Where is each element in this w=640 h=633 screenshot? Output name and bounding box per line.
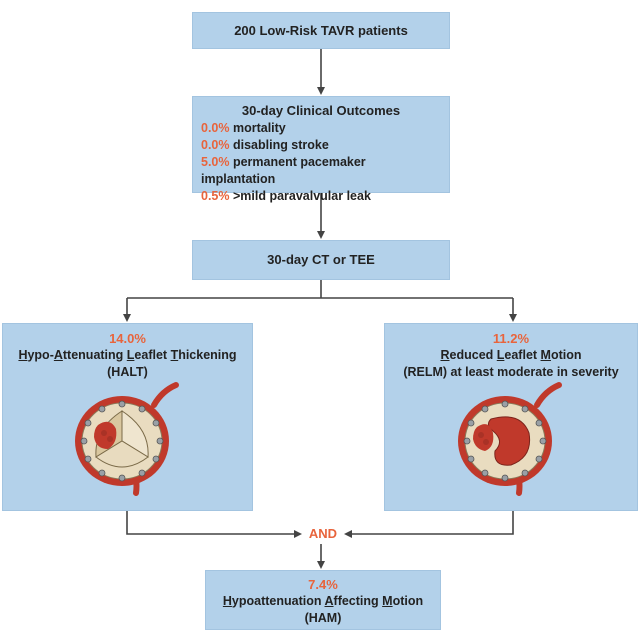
ham-abbr: (HAM) <box>304 611 342 625</box>
outcomes-title: 30-day Clinical Outcomes <box>241 103 401 118</box>
relm-box: 11.2% Reduced Leaflet Motion (RELM) at l… <box>384 323 638 511</box>
name-part: ypo- <box>27 348 54 362</box>
name-part: otion <box>550 348 582 362</box>
halt-abbr: (HALT) <box>107 365 148 379</box>
name-part: eaflet <box>134 348 171 362</box>
patients-title: 200 Low-Risk TAVR patients <box>234 23 408 38</box>
name-part: H <box>222 594 232 608</box>
outcome-item: 0.0% disabling stroke <box>201 137 441 154</box>
name-part: A <box>324 594 334 608</box>
name-part: educed <box>449 348 497 362</box>
outcome-label: disabling stroke <box>229 138 329 152</box>
name-part: eaflet <box>504 348 541 362</box>
name-part: ypoattenuation <box>231 594 325 608</box>
name-part: M <box>540 348 551 362</box>
valve-halt-illustration <box>74 382 179 496</box>
name-part: otion <box>392 594 424 608</box>
name-part: H <box>18 348 28 362</box>
outcome-item: 0.5% >mild paravalvular leak <box>201 188 441 205</box>
outcome-item: 0.0% mortality <box>201 120 441 137</box>
outcome-percentage: 0.0% <box>201 138 230 152</box>
halt-percentage: 14.0% <box>109 331 146 346</box>
name-part: L <box>496 348 505 362</box>
outcome-label: >mild paravalvular leak <box>229 189 371 203</box>
arrow-relm-to-and <box>344 511 514 538</box>
imaging-box: 30-day CT or TEE <box>192 240 450 280</box>
outcome-item: 5.0% permanent pacemaker implantation <box>201 154 441 188</box>
valve-relm-illustration <box>458 382 562 496</box>
ham-name: Hypoattenuation Affecting Motion <box>206 593 440 610</box>
outcome-label: mortality <box>229 121 286 135</box>
ham-box: 7.4% Hypoattenuation Affecting Motion (H… <box>205 570 441 630</box>
outcome-percentage: 0.0% <box>201 121 230 135</box>
imaging-title: 30-day CT or TEE <box>267 252 375 267</box>
name-part: R <box>440 348 450 362</box>
relm-abbr: (RELM) at least moderate in severity <box>403 365 619 379</box>
name-part: ffecting <box>333 594 383 608</box>
halt-name: Hypo-Attenuating Leaflet Thickening <box>3 347 252 364</box>
and-connector-label: AND <box>303 526 343 541</box>
ham-percentage: 7.4% <box>308 577 338 592</box>
halt-box: 14.0% Hypo-Attenuating Leaflet Thickenin… <box>2 323 253 511</box>
patients-box: 200 Low-Risk TAVR patients <box>192 12 450 49</box>
relm-name: Reduced Leaflet Motion <box>385 347 637 364</box>
name-part: hickening <box>178 348 237 362</box>
name-part: L <box>126 348 135 362</box>
name-part: A <box>53 348 63 362</box>
relm-percentage: 11.2% <box>492 331 530 346</box>
name-part: M <box>382 594 393 608</box>
outcome-percentage: 5.0% <box>201 155 230 169</box>
name-part: T <box>170 348 179 362</box>
outcome-percentage: 0.5% <box>201 189 230 203</box>
arrow-halt-to-and <box>126 511 302 538</box>
name-part: ttenuating <box>62 348 127 362</box>
outcome-label: permanent pacemaker implantation <box>201 155 366 186</box>
